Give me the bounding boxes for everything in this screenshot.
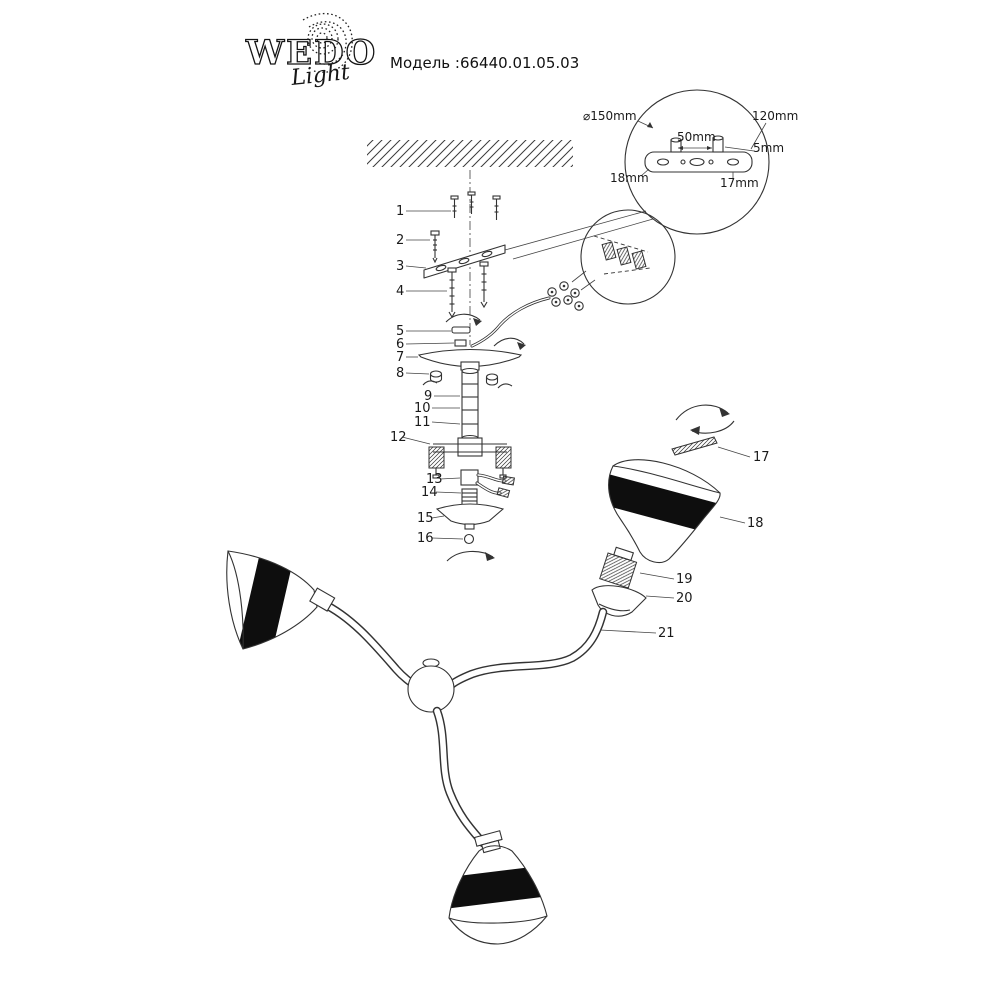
central-ball-joint bbox=[407, 665, 455, 713]
wire-connector-cluster bbox=[470, 281, 584, 348]
part-label-7: 7 bbox=[396, 350, 404, 365]
brand-script: Light bbox=[289, 60, 351, 91]
threaded-nipple-item-14 bbox=[461, 488, 478, 507]
part-label-14: 14 bbox=[421, 485, 438, 500]
stem-rod-items-9-10-11 bbox=[461, 367, 479, 442]
ceiling-hatch bbox=[367, 140, 573, 167]
part-label-15: 15 bbox=[417, 511, 434, 526]
part-label-2: 2 bbox=[396, 233, 404, 248]
part-label-9: 9 bbox=[424, 389, 432, 404]
canopy-item-7 bbox=[417, 348, 523, 371]
part-label-8: 8 bbox=[396, 366, 404, 381]
fitting-item-6 bbox=[454, 339, 467, 347]
socket-body-item-13 bbox=[460, 469, 516, 499]
flex-arm-item-21 bbox=[445, 607, 608, 691]
lamp-shade-left bbox=[226, 550, 336, 650]
mounting-post bbox=[670, 137, 682, 153]
shade-holder-item-15 bbox=[435, 503, 505, 530]
washer-item-5 bbox=[451, 326, 471, 334]
dim-overall-width: 120mm bbox=[752, 109, 798, 123]
lamp-shade-bottom bbox=[448, 830, 548, 945]
dim-diameter: ⌀150mm bbox=[583, 109, 637, 123]
part-label-16: 16 bbox=[417, 531, 434, 546]
mounting-bar-item-3 bbox=[423, 244, 506, 279]
detail-circle-mounting-plate: ⌀150mm 120mm 50mm 5mm 18mm 17mm bbox=[504, 89, 798, 260]
detail-circle-terminal-block bbox=[571, 209, 676, 305]
part-label-12: 12 bbox=[390, 430, 407, 445]
dim-post-width: 5mm bbox=[753, 141, 784, 155]
part-label-4: 4 bbox=[396, 284, 404, 299]
rotation-arrow bbox=[445, 313, 482, 326]
part-label-1: 1 bbox=[396, 204, 404, 219]
part-label-18: 18 bbox=[747, 516, 764, 531]
detail-circle-outline bbox=[624, 89, 770, 235]
brand-logo: WEDO Light bbox=[244, 12, 377, 91]
logo-spiral-icon bbox=[302, 12, 353, 73]
detail-circle-outline bbox=[580, 209, 676, 305]
part-label-3: 3 bbox=[396, 259, 404, 274]
cap-nut-item-8 bbox=[485, 373, 513, 389]
part-label-17: 17 bbox=[753, 450, 770, 465]
cross-bracket-item-12 bbox=[428, 437, 512, 479]
terminal-block bbox=[631, 250, 647, 270]
part-number-labels: 1 2 3 4 5 6 7 8 9 10 11 12 13 14 15 16 1… bbox=[390, 204, 770, 641]
flex-arm-left bbox=[317, 598, 421, 691]
model-label: Модель :66440.01.05.03 bbox=[390, 54, 579, 72]
part-label-21: 21 bbox=[658, 626, 675, 641]
finial-ball-item-16 bbox=[463, 533, 475, 545]
terminal-block bbox=[601, 241, 617, 261]
diffuser-ring-item-17 bbox=[671, 436, 718, 456]
screw-item-2 bbox=[430, 230, 440, 264]
flex-arm-bottom bbox=[432, 706, 488, 848]
hanging-bolts-item-4 bbox=[447, 261, 489, 319]
part-label-13: 13 bbox=[426, 472, 443, 487]
dim-left-offset: 18mm bbox=[610, 171, 649, 185]
leader-lines bbox=[401, 210, 751, 634]
mounting-post bbox=[712, 135, 724, 153]
cap-nut-item-8 bbox=[422, 370, 443, 386]
part-label-5: 5 bbox=[396, 324, 404, 339]
brand-wordmark: WEDO bbox=[245, 33, 377, 73]
mounting-plate-top-view bbox=[644, 151, 753, 173]
part-label-10: 10 bbox=[414, 401, 431, 416]
screws-item-1 bbox=[450, 191, 501, 220]
part-label-11: 11 bbox=[414, 415, 431, 430]
rotation-arrow bbox=[446, 550, 495, 562]
lamp-socket-item-19 bbox=[599, 546, 638, 589]
rotation-arrow bbox=[493, 337, 526, 350]
terminal-block bbox=[616, 246, 632, 266]
part-label-19: 19 bbox=[676, 572, 693, 587]
dim-hole-spacing: 50mm bbox=[677, 130, 716, 144]
dim-right-offset: 17mm bbox=[720, 176, 759, 190]
part-label-6: 6 bbox=[396, 337, 404, 352]
lamp-shade-item-18 bbox=[608, 459, 721, 564]
part-label-20: 20 bbox=[676, 591, 693, 606]
rotation-arrow bbox=[675, 404, 735, 435]
